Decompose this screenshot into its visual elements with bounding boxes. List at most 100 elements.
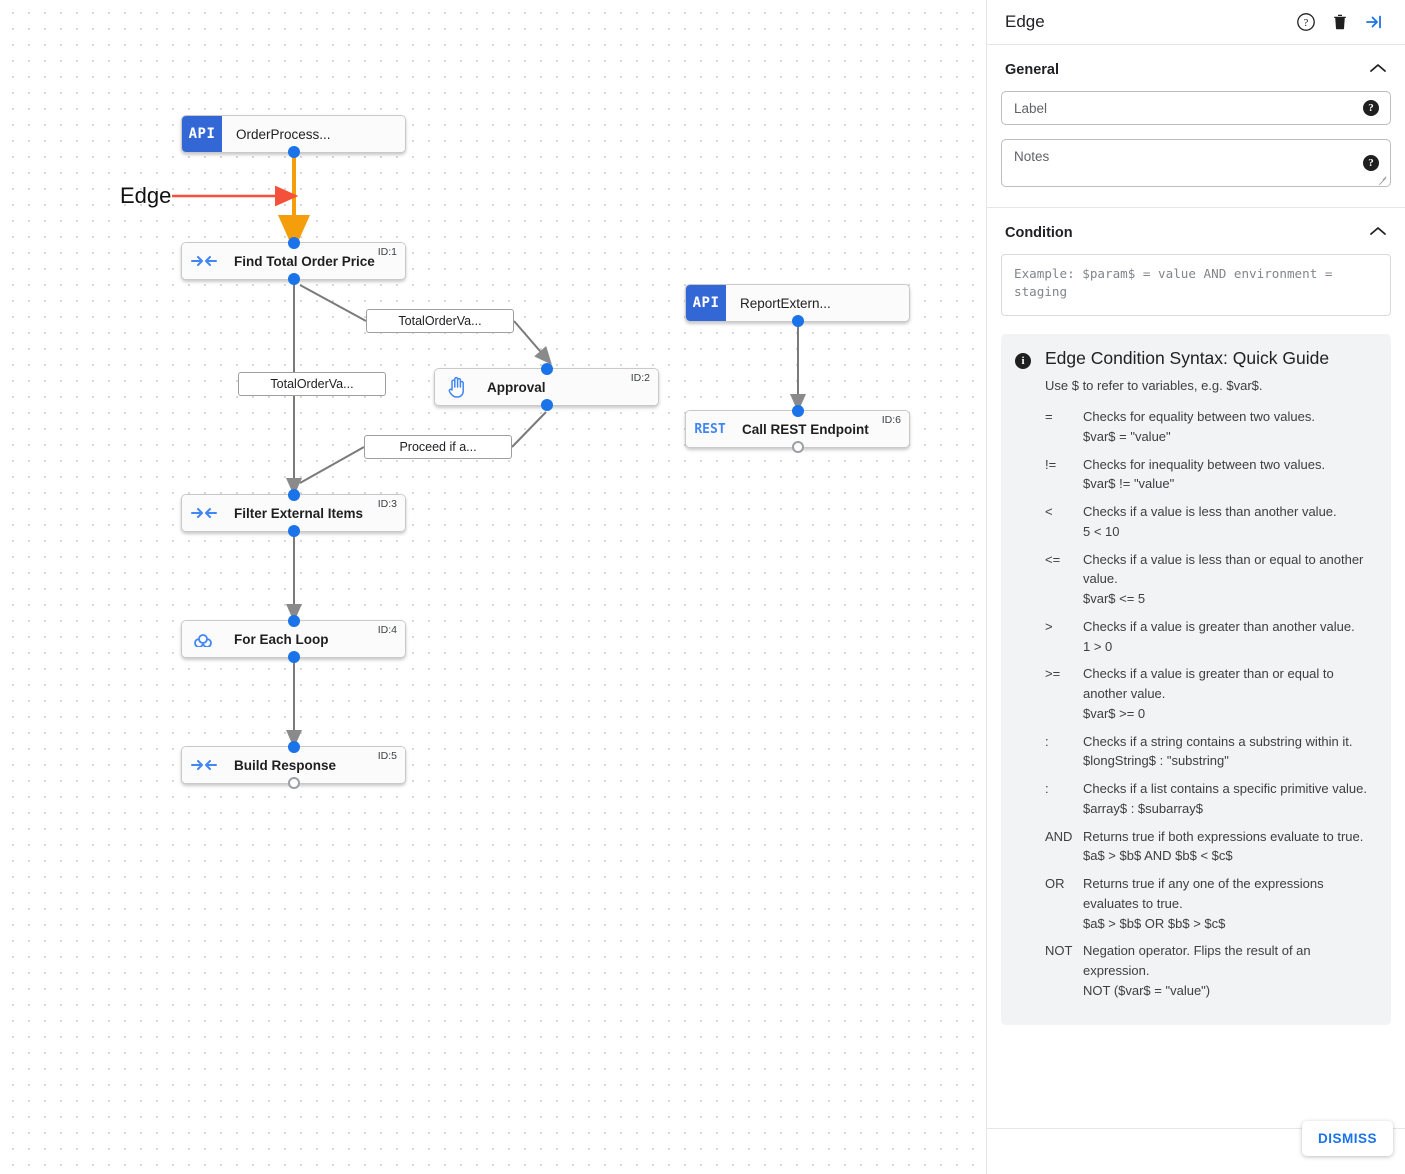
operator-example: $var$ >= 0 [1083, 705, 1146, 721]
dismiss-button[interactable]: DISMISS [1301, 1121, 1393, 1156]
operator-symbol: >= [1045, 666, 1061, 682]
node-call-rest-endpoint[interactable]: REST Call REST Endpoint ID:6 [685, 405, 910, 453]
node-input-port[interactable] [287, 489, 300, 501]
api-badge-icon: API [182, 116, 222, 152]
syntax-guide-card: i Edge Condition Syntax: Quick Guide Use… [1001, 334, 1391, 1025]
operator-detail: Checks if a string contains a substring … [1083, 732, 1375, 772]
node-title: Call REST Endpoint [742, 421, 869, 437]
label-field[interactable]: Label ? [1001, 91, 1391, 125]
operator-row: > Checks if a value is greater than anoth… [1045, 617, 1375, 657]
node-id-tag: ID:4 [377, 624, 397, 636]
node-title: Find Total Order Price [234, 253, 375, 269]
node-input-port[interactable] [287, 615, 300, 627]
operator-row: >=Checks if a value is greater than or e… [1045, 664, 1375, 723]
transform-icon [182, 495, 226, 531]
info-icon: i [1015, 353, 1031, 369]
operator-description: Checks if a string contains a substring … [1083, 733, 1353, 749]
operator-example: $longString$ : "substring" [1083, 753, 1229, 769]
notes-field[interactable]: Notes ? [1001, 139, 1391, 187]
operator-row: OR Returns true if any one of the express… [1045, 874, 1375, 933]
operator-description: Checks for inequality between two values… [1083, 456, 1326, 472]
chevron-up-icon[interactable] [1369, 224, 1387, 242]
condition-section-header[interactable]: Condition [1001, 224, 1391, 254]
node-output-port[interactable] [541, 399, 553, 411]
label-field-placeholder: Label [1014, 100, 1048, 116]
node-output-port[interactable] [791, 441, 804, 453]
node-build-response[interactable]: Build Response ID:5 [181, 741, 406, 789]
operator-row: = Checks for equality between two values.… [1045, 407, 1375, 447]
hand-icon [435, 369, 479, 405]
edge-wires [172, 154, 806, 748]
operator-detail: Checks if a value is greater than anothe… [1083, 617, 1375, 657]
operator-description: Returns true if both expressions evaluat… [1083, 828, 1364, 844]
trash-icon[interactable] [1323, 5, 1357, 39]
panel-content: General Label ? Notes ? [987, 45, 1405, 1174]
label-help-icon[interactable]: ? [1363, 100, 1379, 116]
node-approval[interactable]: Approval ID:2 [434, 363, 659, 411]
flow-canvas[interactable]: Edge API OrderProcess... Find Total Orde… [0, 0, 986, 1174]
operator-detail: Returns true if both expressions evaluat… [1083, 827, 1375, 867]
node-input-port[interactable] [541, 363, 553, 375]
help-circle-icon[interactable]: ? [1289, 5, 1323, 39]
operator-symbol: != [1045, 456, 1057, 472]
notes-resize-handle[interactable] [1377, 174, 1387, 184]
node-find-total-order-price[interactable]: Find Total Order Price ID:1 [181, 237, 406, 285]
operator-example: $array$ : $subarray$ [1083, 800, 1203, 816]
edge-label[interactable]: TotalOrderVa... [238, 372, 386, 396]
operator-symbol: OR [1045, 876, 1065, 891]
transform-icon [182, 243, 226, 279]
node-order-process[interactable]: API OrderProcess... [181, 115, 406, 158]
general-heading: General [1005, 62, 1059, 78]
chevron-up-icon[interactable] [1369, 61, 1387, 79]
operator-description: Checks for equality between two values. [1083, 409, 1315, 424]
node-input-port[interactable] [287, 741, 300, 753]
general-section: General Label ? Notes ? [987, 45, 1405, 207]
svg-text:?: ? [1304, 18, 1309, 29]
node-output-port[interactable] [287, 273, 300, 285]
collapse-panel-icon[interactable] [1357, 5, 1391, 39]
condition-heading: Condition [1005, 225, 1073, 241]
operator-detail: Checks for inequality between two values… [1083, 455, 1375, 495]
node-output-port[interactable] [791, 315, 804, 327]
node-output-port[interactable] [287, 146, 300, 158]
node-output-port[interactable] [287, 525, 300, 537]
operator-symbol: NOT [1045, 943, 1073, 959]
notes-help-icon[interactable]: ? [1363, 155, 1379, 171]
edge-label[interactable]: Proceed if a... [364, 435, 512, 459]
node-id-tag: ID:6 [881, 414, 901, 426]
syntax-guide-subtitle: Use $ to refer to variables, e.g. $var$. [1045, 378, 1263, 393]
panel-footer [987, 1128, 1405, 1174]
operator-description: Checks if a value is less than another v… [1083, 504, 1337, 519]
operator-example: 5 < 10 [1083, 523, 1120, 539]
operator-example: $var$ <= 5 [1083, 591, 1146, 606]
operator-description: Returns true if any one of the expressio… [1083, 876, 1324, 911]
node-input-port[interactable] [287, 237, 300, 249]
node-title: Approval [487, 379, 546, 395]
operator-symbol: = [1045, 409, 1053, 424]
node-report-external[interactable]: API ReportExtern... [685, 284, 910, 327]
node-filter-external-items[interactable]: Filter External Items ID:3 [181, 489, 406, 537]
section-divider [987, 207, 1405, 208]
notes-field-placeholder: Notes [1014, 149, 1050, 164]
condition-section: Condition Example: $param$ = value AND e… [987, 208, 1405, 1031]
operator-row: : Checks if a string contains a substring… [1045, 732, 1375, 772]
node-for-each-loop[interactable]: For Each Loop ID:4 [181, 615, 406, 663]
general-section-header[interactable]: General [1001, 61, 1391, 91]
operator-detail: Returns true if any one of the expressio… [1083, 874, 1375, 933]
operator-example: $var$ != "value" [1083, 476, 1175, 492]
operator-symbol: : [1045, 733, 1049, 749]
edge-label[interactable]: TotalOrderVa... [366, 309, 514, 333]
node-input-port[interactable] [791, 405, 804, 417]
edge-annotation-label: Edge [120, 183, 172, 208]
node-output-port[interactable] [287, 651, 300, 663]
operator-row: <=Checks if a value is less than or equa… [1045, 550, 1375, 609]
operator-detail: Negation operator. Flips the result of a… [1083, 941, 1375, 1000]
operator-example: $a$ > $b$ AND $b$ < $c$ [1083, 848, 1233, 864]
operator-symbol: > [1045, 618, 1053, 634]
operator-row: != Checks for inequality between two valu… [1045, 455, 1375, 495]
operator-detail: Checks if a value is less than another v… [1083, 502, 1375, 542]
syntax-guide-title: Edge Condition Syntax: Quick Guide [1045, 348, 1330, 368]
condition-input[interactable]: Example: $param$ = value AND environment… [1001, 254, 1391, 316]
node-output-port[interactable] [287, 777, 300, 789]
operator-row: <Checks if a value is less than another … [1045, 502, 1375, 542]
